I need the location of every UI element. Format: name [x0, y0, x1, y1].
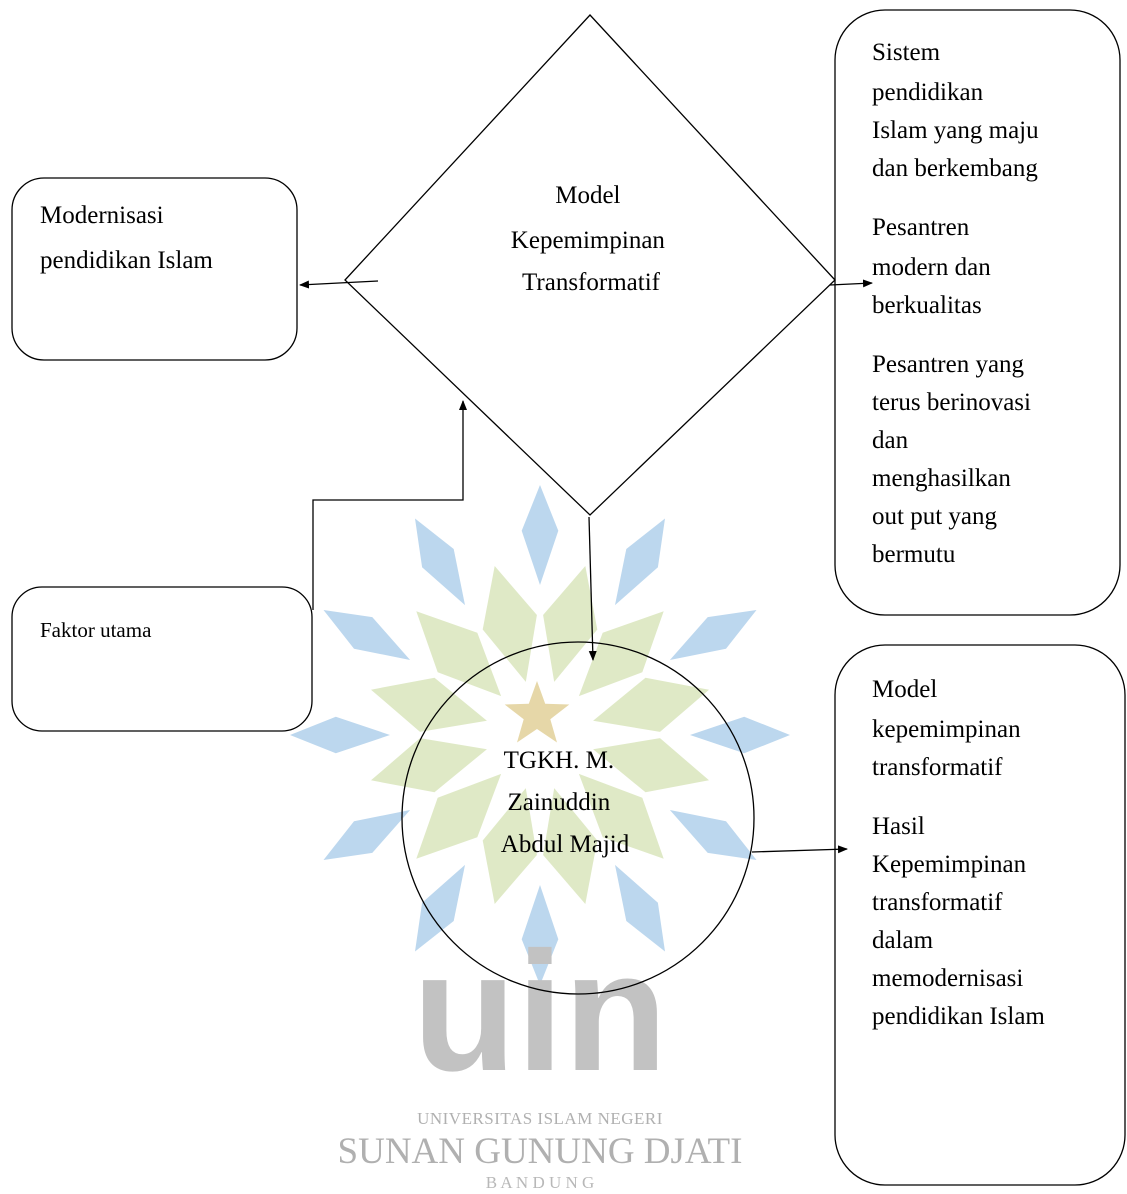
watermark-blue-petal [323, 610, 411, 660]
right-bottom-line: transformatif [872, 754, 1003, 781]
right-bottom-box-shape [834, 644, 1126, 1186]
circle-label-line: TGKH. M. [504, 747, 614, 774]
left-top-box-label: Modernisasi pendidikan Islam [40, 202, 213, 274]
figure-circle-shape [401, 641, 755, 995]
watermark-blue-petal [521, 885, 559, 985]
left-bottom-box-line: Faktor utama [40, 618, 152, 642]
watermark-blue-petal [615, 864, 665, 952]
watermark-blue-petal [415, 518, 465, 606]
arrow-diamond-to-circle [588, 516, 597, 661]
watermark-green-petal [593, 738, 709, 793]
right-bottom-line: dalam [872, 927, 934, 954]
watermark-star-emblem [290, 485, 790, 985]
watermark-star-icon [504, 681, 570, 743]
right-top-box-shape [834, 9, 1121, 616]
watermark-blue-petal [290, 716, 390, 754]
watermark-green-petal [543, 566, 598, 682]
left-top-box-shape [11, 177, 298, 361]
right-bottom-line: Kepemimpinan [872, 851, 1027, 878]
watermark-line2: SUNAN GUNUNG DJATI [338, 1131, 743, 1172]
watermark-green-petal [371, 677, 487, 732]
left-bottom-box-label: Faktor utama [40, 618, 152, 642]
watermark-line3: B A N D U N G [486, 1173, 595, 1192]
watermark-green-petal [482, 788, 537, 904]
watermark-green-petal [578, 611, 664, 697]
right-top-line: Pesantren [872, 214, 970, 241]
right-top-box-label: Sistem pendidikan Islam yang maju dan be… [872, 39, 1045, 568]
watermark-blue-petal [323, 810, 411, 860]
right-top-line: bermutu [872, 541, 956, 568]
university-watermark: uin UNIVERSITAS ISLAM NEGERI SUNAN GUNUN… [290, 485, 790, 1192]
watermark-blue-petal [415, 864, 465, 952]
circle-label: TGKH. M. Zainuddin Abdul Majid [501, 747, 630, 858]
circle-label-line: Abdul Majid [501, 831, 630, 858]
watermark-line1: UNIVERSITAS ISLAM NEGERI [417, 1109, 663, 1128]
watermark-green-petal [482, 566, 537, 682]
center-diamond-shape [344, 14, 836, 516]
diamond-label: Model Kepemimpinan Transformatif [511, 182, 671, 296]
right-top-line: berkualitas [872, 292, 982, 319]
watermark-blue-petal [615, 518, 665, 606]
arrow-factor-to-diamond [312, 400, 467, 610]
right-bottom-line: pendidikan Islam [872, 1003, 1045, 1030]
watermark-green-petal [578, 773, 664, 859]
watermark-blue-petal [669, 610, 757, 660]
right-bottom-line: transformatif [872, 889, 1003, 916]
watermark-logo-letters: uin [413, 917, 668, 1107]
watermark-blue-petal [521, 485, 559, 585]
right-top-line: out put yang [872, 503, 997, 530]
right-top-line: dan [872, 427, 909, 454]
right-top-line: Sistem [872, 39, 941, 66]
arrow-circle-to-right-box [751, 845, 848, 854]
right-bottom-box-label: Model kepemimpinan transformatif Hasil K… [872, 676, 1045, 1030]
diamond-label-line: Model [555, 182, 620, 209]
left-bottom-box-shape [11, 586, 313, 732]
left-top-box-line: Modernisasi [40, 202, 164, 229]
diamond-label-line: Kepemimpinan [511, 227, 666, 254]
diamond-label-line: Transformatif [522, 269, 661, 296]
watermark-blue-petal [669, 810, 757, 860]
right-top-line: menghasilkan [872, 465, 1011, 492]
watermark-green-petal [543, 788, 598, 904]
watermark-green-petal [416, 611, 502, 697]
right-bottom-line: kepemimpinan [872, 716, 1021, 743]
right-top-line: Pesantren yang [872, 351, 1025, 378]
right-bottom-line: memodernisasi [872, 965, 1023, 992]
right-bottom-line: Model [872, 676, 937, 703]
arrow-diamond-to-right-box [829, 279, 873, 288]
right-top-line: Islam yang maju [872, 117, 1039, 144]
right-top-line: dan berkembang [872, 155, 1038, 182]
right-top-line: modern dan [872, 254, 991, 281]
arrow-diamond-to-left-box [299, 280, 379, 289]
left-top-box-line: pendidikan Islam [40, 247, 213, 274]
watermark-green-petal [593, 677, 709, 732]
watermark-green-petal [371, 738, 487, 793]
right-top-line: terus berinovasi [872, 389, 1031, 416]
right-bottom-line: Hasil [872, 813, 925, 840]
watermark-blue-petal [690, 716, 790, 754]
watermark-green-petal [416, 773, 502, 859]
circle-label-line: Zainuddin [507, 789, 610, 816]
right-top-line: pendidikan [872, 79, 984, 106]
